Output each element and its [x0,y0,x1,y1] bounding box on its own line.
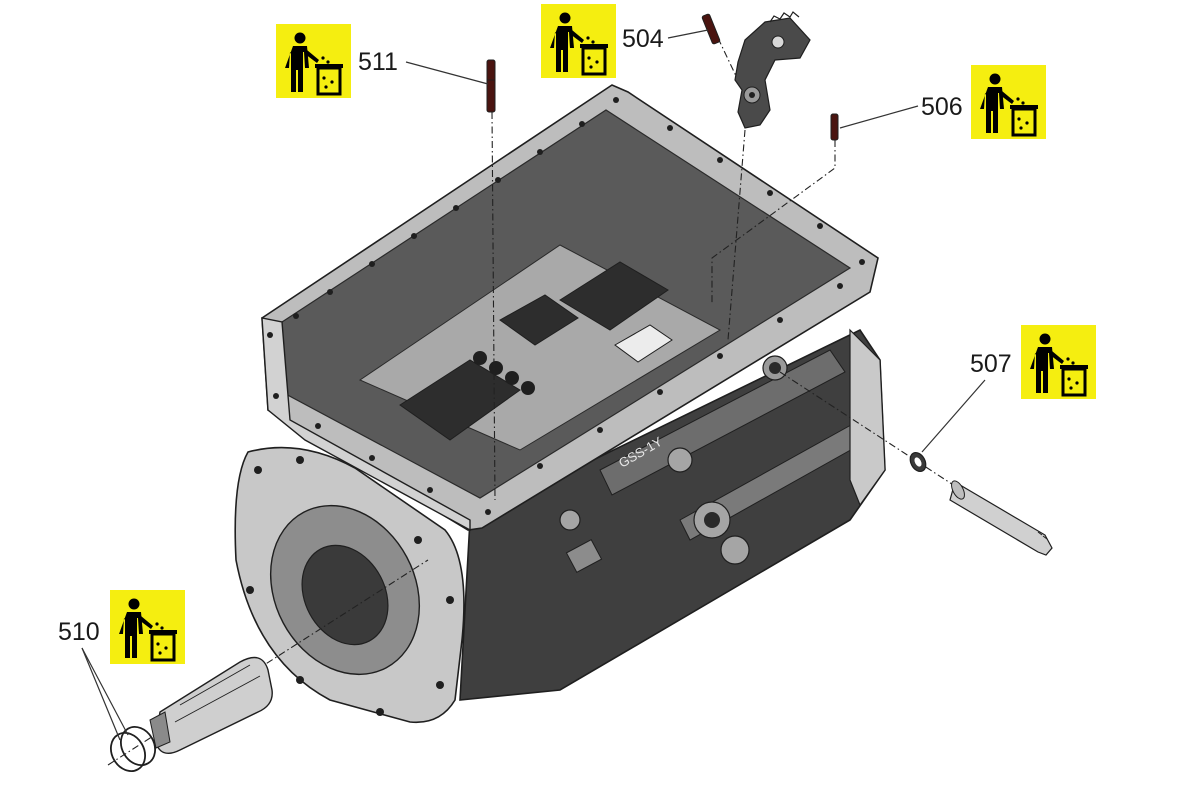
dispose-badge-506 [971,65,1046,139]
transmission-housing: GSS-1Y [234,84,886,724]
callout-506-label: 506 [921,93,963,121]
callout-510: 510 [58,618,129,741]
part-511-roll-pin [486,59,496,501]
part-504-selector-lever [701,11,811,341]
callout-507: 507 [921,350,1012,453]
callout-511: 511 [358,48,489,85]
part-510-sleeve-rings [107,559,429,772]
callout-504: 504 [622,25,709,53]
callout-506: 506 [839,93,963,129]
part-506-pin [711,113,839,305]
dispose-badge-510 [110,590,185,664]
dispose-badge-504 [541,4,616,78]
callout-511-label: 511 [358,48,398,76]
housing-front-wall [261,317,471,532]
dispose-badge-511 [276,24,351,98]
callout-507-label: 507 [970,350,1012,378]
callout-504-label: 504 [622,25,664,53]
part-507-shaft-seal [779,371,1053,556]
callout-510-label: 510 [58,618,100,646]
dispose-badge-507 [1021,325,1096,399]
